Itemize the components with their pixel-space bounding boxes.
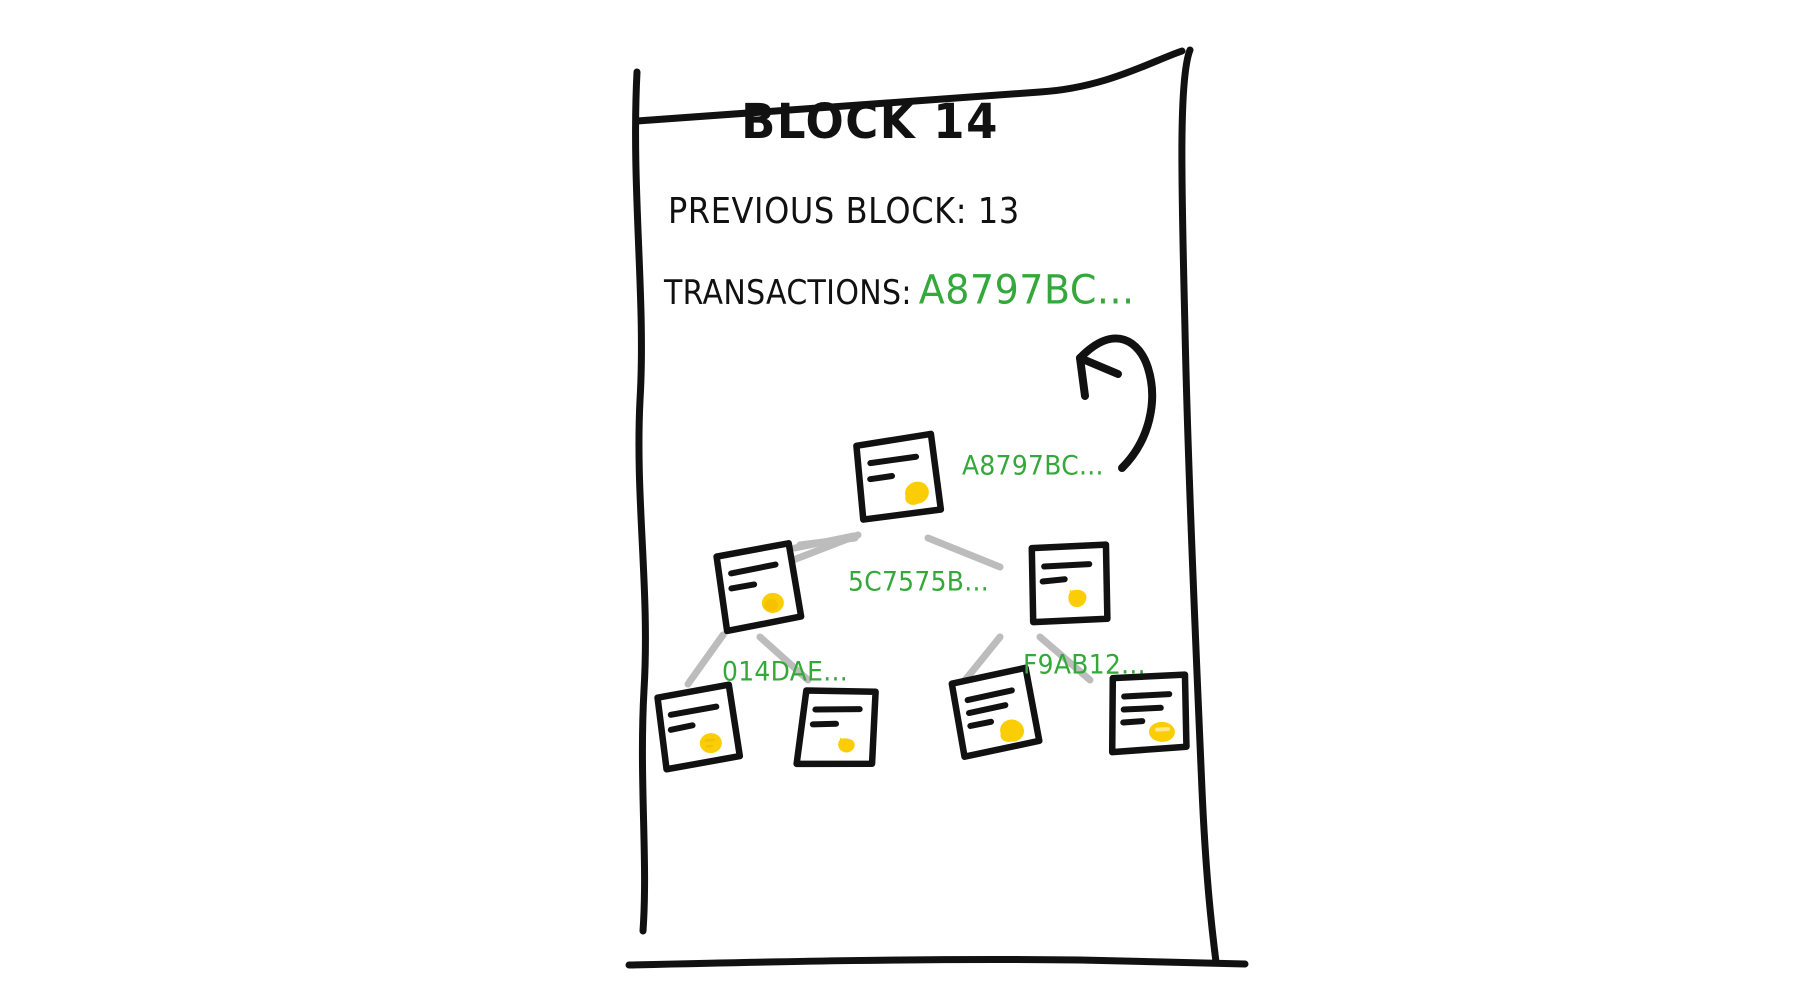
merkle-level2-hash-label: 5C7575B... [848,565,989,598]
card-border-bottom [625,955,1249,969]
doc-line-long [812,706,863,713]
curved-arrow-icon [1076,334,1157,472]
doc-line-mid [965,702,1009,717]
doc-line-short [728,581,758,592]
doc-line-long [964,687,1015,704]
doc-line-short [1039,576,1068,585]
edge-l2left-to-leaf2 [756,633,812,684]
wax-seal-icon [1148,721,1175,742]
doc-outline [654,681,744,773]
doc-line-short [667,722,696,733]
merkle-leaf-hash-right-label: F9AB12... [1023,648,1146,681]
doc-outline [793,687,879,768]
doc-line-long [867,453,920,467]
doc-line-long [1041,561,1093,570]
edge-root-to-l2right [924,534,1004,571]
document-icon-leaf-4 [1108,671,1190,756]
doc-outline [1108,671,1190,756]
document-icon-root [853,430,945,523]
merkle-root-hash-label: A8797BC... [962,449,1104,482]
doc-line-long [667,703,720,718]
wax-seal-icon [699,733,722,754]
edge-root-to-l2left [784,531,862,566]
doc-line-long [1121,691,1173,700]
edge-l2right-to-leaf3 [958,633,1004,688]
doc-line-short [809,720,840,728]
previous-block-label: PREVIOUS BLOCK: 13 [668,190,1020,232]
card-border-left [632,68,649,935]
document-icon-l2-right [1028,541,1111,626]
doc-line-short [867,473,896,483]
transactions-hash: A8797BC... [918,266,1135,314]
doc-line-short [1120,718,1146,726]
card-border-top [633,47,1186,125]
transactions-row: TRANSACTIONS: A8797BC... [664,266,1135,314]
doc-outline [948,664,1043,760]
merkle-connectors [684,531,1094,688]
document-icon-l2-left [713,540,805,635]
merkle-leaf-hash-left-label: 014DAE... [722,655,848,688]
doc-line-mid [1120,704,1164,713]
transactions-label: TRANSACTIONS: [664,273,912,314]
doc-line-short [967,718,995,729]
document-icon-leaf-3 [948,664,1043,760]
edge-l2right-to-leaf4 [1036,633,1094,684]
document-icon-leaf-2 [793,687,879,768]
card-border [625,46,1249,969]
page-title: BLOCK 14 [741,93,999,150]
document-icon-leaf-1 [654,681,744,773]
doc-line-long [728,561,779,577]
card-border-right [1178,46,1220,966]
edge-l2left-to-leaf1 [684,631,727,688]
